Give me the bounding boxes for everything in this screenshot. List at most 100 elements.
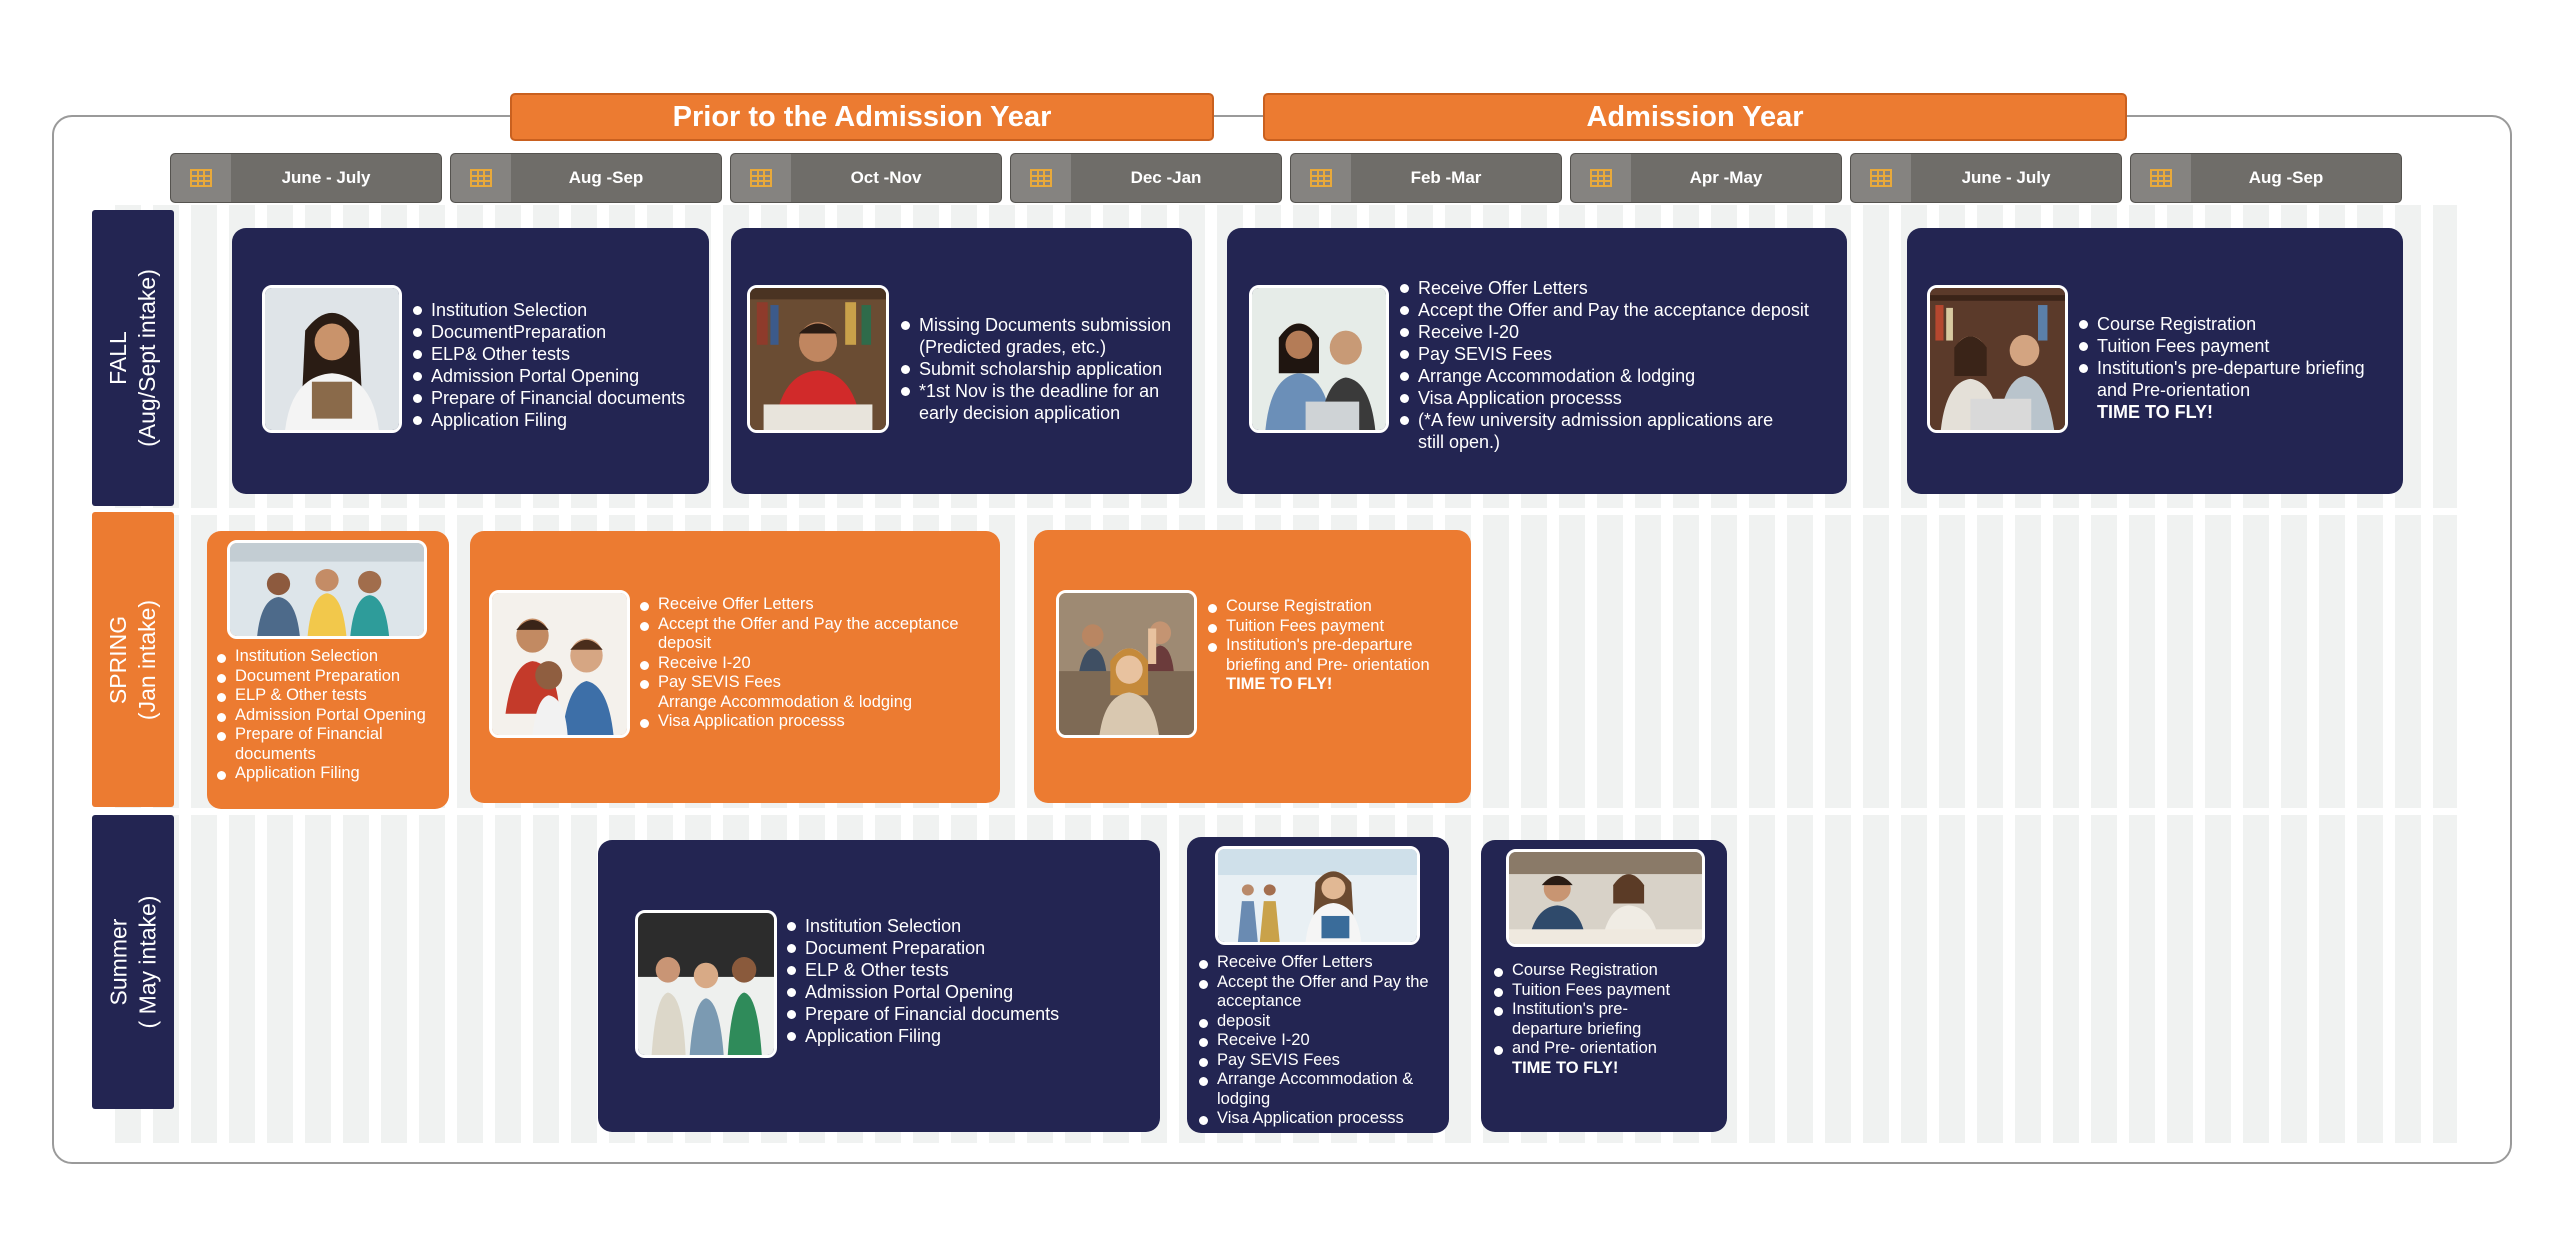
list-item: Tuition Fees payment (1493, 981, 1670, 1001)
list-item: acceptance (1217, 992, 1302, 1010)
list-item: Institution Selection (786, 915, 1059, 937)
list-item: Admission Portal Opening (412, 365, 685, 387)
list-item: Tuition Fees payment (2078, 335, 2365, 357)
period-bar: Dec -Jan (1010, 153, 1282, 203)
period-label: June - July (1961, 168, 2051, 187)
list-item: Arrange Accommodation & lodging (658, 692, 913, 711)
calendar-icon (1011, 154, 1071, 202)
list-item: Course Registration (1207, 597, 1430, 617)
period-bar: June - July (170, 153, 442, 203)
intake-title: SPRING (105, 615, 132, 704)
period-label: Aug -Sep (2248, 168, 2324, 187)
list-item: Course Registration (2078, 313, 2365, 335)
list-item: Receive I-20 (1198, 1031, 1429, 1051)
list-item: Arrange Accommodation & lodging (1399, 365, 1809, 387)
student-photo (635, 910, 777, 1058)
fall-card-documents-list: Missing Documents submission(Predicted g… (900, 314, 1171, 424)
student-photo (227, 540, 427, 639)
list-item: ELP & Other tests (786, 959, 1059, 981)
student-photo (1215, 846, 1420, 945)
intake-subtitle: (Jan intake) (134, 599, 161, 720)
period-label: Dec -Jan (1130, 168, 1202, 187)
period-bar: Feb -Mar (1290, 153, 1562, 203)
student-photo (1249, 285, 1389, 433)
list-item: and Pre-orientation (2097, 380, 2251, 400)
student-photo (747, 285, 889, 433)
list-item: briefing and Pre- orientation (1226, 655, 1430, 674)
list-item: Course Registration (1493, 961, 1670, 981)
student-photo (1056, 590, 1197, 738)
student-photo (1927, 285, 2068, 433)
list-item: TIME TO FLY! (2097, 402, 2214, 422)
list-item: Submit scholarship application (900, 358, 1171, 380)
list-item: documents (235, 744, 316, 763)
student-photo (489, 590, 630, 738)
intake-title: FALL (105, 331, 131, 385)
calendar-icon (2131, 154, 2191, 202)
list-item: Missing Documents submission (900, 314, 1171, 336)
period-bar: Oct -Nov (730, 153, 1002, 203)
intake-fall-label: FALL(Aug/Sept intake) (92, 210, 174, 506)
period-bar: Aug -Sep (450, 153, 722, 203)
list-item: Pay SEVIS Fees (1399, 343, 1809, 365)
list-item: Receive Offer Letters (639, 595, 959, 615)
list-item: departure briefing (1512, 1019, 1642, 1038)
phase-prior-header: Prior to the Admission Year (510, 93, 1214, 141)
list-item: TIME TO FLY! (1512, 1058, 1619, 1077)
calendar-icon (1571, 154, 1631, 202)
list-item: lodging (1217, 1089, 1271, 1108)
calendar-icon (171, 154, 231, 202)
list-item: Application Filing (786, 1025, 1059, 1047)
list-item: Accept the Offer and Pay the acceptance … (1399, 299, 1809, 321)
list-item: TIME TO FLY! (1226, 675, 1333, 693)
list-item: Accept the Offer and Pay the (1198, 973, 1429, 993)
list-item: (*A few university admission application… (1399, 409, 1809, 431)
list-item: DocumentPreparation (412, 321, 685, 343)
list-item: Institution Selection (216, 647, 426, 667)
period-label: Feb -Mar (1410, 168, 1482, 187)
period-bar: Apr -May (1570, 153, 1842, 203)
list-item: Institution's pre-departure (1207, 636, 1430, 656)
calendar-icon (1291, 154, 1351, 202)
intake-subtitle: (Aug/Sept intake) (134, 269, 160, 447)
period-label: June - July (281, 168, 371, 187)
list-item: (Predicted grades, etc.) (919, 337, 1107, 357)
phase-admission-header: Admission Year (1263, 93, 2127, 141)
list-item: Institution Selection (412, 299, 685, 321)
intake-summer-label: Summer( May intake) (92, 815, 174, 1109)
list-item: ELP & Other tests (216, 686, 426, 706)
list-item: Pay SEVIS Fees (639, 673, 959, 693)
period-bar: Aug -Sep (2130, 153, 2402, 203)
calendar-icon (1851, 154, 1911, 202)
list-item: Accept the Offer and Pay the acceptance (639, 615, 959, 635)
list-item: deposit (1198, 1012, 1429, 1032)
list-item: deposit (658, 634, 712, 652)
list-item: Visa Application processs (1399, 387, 1809, 409)
list-item: Receive Offer Letters (1198, 953, 1429, 973)
list-item: early decision application (919, 403, 1121, 423)
list-item: Prepare of Financial documents (412, 387, 685, 409)
list-item: Application Filing (412, 409, 685, 431)
intake-title: Summer (105, 918, 131, 1006)
list-item: ELP& Other tests (412, 343, 685, 365)
list-item: Tuition Fees payment (1207, 617, 1430, 637)
list-item: Document Preparation (786, 937, 1059, 959)
period-label: Oct -Nov (850, 168, 922, 187)
student-photo (1506, 849, 1705, 947)
calendar-icon (731, 154, 791, 202)
